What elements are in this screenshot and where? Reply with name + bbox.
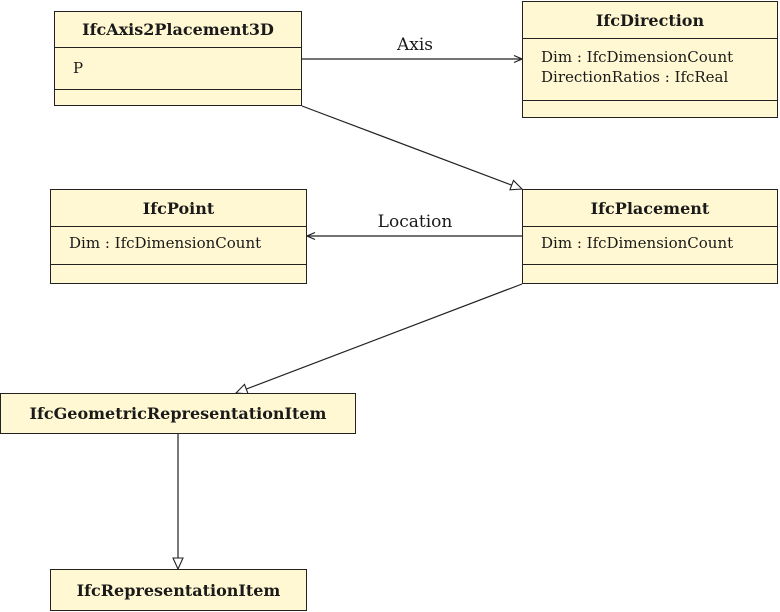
attribute: Dim : IfcDimensionCount <box>69 234 262 252</box>
class-name: IfcRepresentationItem <box>76 580 281 600</box>
attributes-compartment: Dim : IfcDimensionCount <box>523 226 777 264</box>
axis2placement3d-to-placement-generalization <box>301 105 524 191</box>
class-ifcgeometricrepresentationitem[interactable]: IfcGeometricRepresentationItem <box>0 393 356 434</box>
class-ifcplacement[interactable]: IfcPlacement Dim : IfcDimensionCount <box>522 189 778 284</box>
class-name: IfcPoint <box>142 198 215 218</box>
placement-to-geometric-item-generalization <box>234 283 523 395</box>
class-ifcpoint[interactable]: IfcPoint Dim : IfcDimensionCount <box>50 189 307 284</box>
operations-compartment <box>523 100 777 117</box>
class-ifcrepresentationitem[interactable]: IfcRepresentationItem <box>50 569 307 611</box>
class-ifcaxis2placement3d[interactable]: IfcAxis2Placement3D P <box>54 11 302 106</box>
attributes-compartment: Dim : IfcDimensionCount DirectionRatios … <box>523 38 777 100</box>
attribute: Dim : IfcDimensionCount <box>541 234 734 252</box>
class-name: IfcGeometricRepresentationItem <box>29 404 327 423</box>
location-relation-label: Location <box>377 212 453 232</box>
attribute: P <box>73 59 84 77</box>
operations-compartment <box>55 89 301 105</box>
operations-compartment <box>51 264 306 283</box>
attribute: Dim : IfcDimensionCount <box>541 48 734 66</box>
class-ifcdirection[interactable]: IfcDirection Dim : IfcDimensionCount Dir… <box>522 1 778 118</box>
attributes-compartment: Dim : IfcDimensionCount <box>51 226 306 264</box>
attribute: DirectionRatios : IfcReal <box>541 68 729 86</box>
attributes-compartment: P <box>55 47 301 89</box>
class-name: IfcPlacement <box>590 198 710 218</box>
operations-compartment <box>523 264 777 283</box>
axis-relation-label: Axis <box>396 35 434 55</box>
class-name: IfcDirection <box>595 10 705 30</box>
class-name: IfcAxis2Placement3D <box>82 20 274 39</box>
